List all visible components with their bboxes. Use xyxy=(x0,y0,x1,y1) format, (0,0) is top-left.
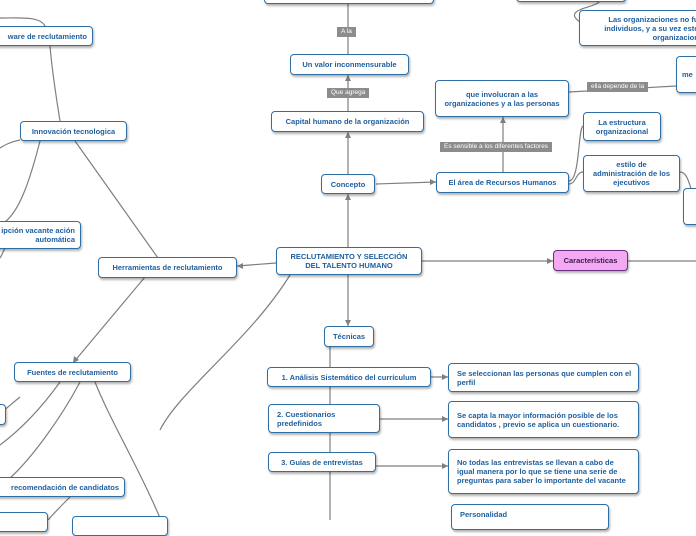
node-cuestionarios[interactable]: 2. Cuestionarios predefinidos xyxy=(268,404,380,433)
arrow-capta xyxy=(442,416,448,422)
node-top-partial-left[interactable] xyxy=(264,0,434,4)
node-innovacion[interactable]: Innovación tecnologica xyxy=(20,121,127,141)
node-guias[interactable]: 3. Guías de entrevistas xyxy=(268,452,376,472)
node-bottom-partial-b[interactable] xyxy=(72,516,168,536)
label-depende: ella depende de la xyxy=(587,82,649,93)
node-herramientas[interactable]: Herramientas de reclutamiento xyxy=(98,257,237,278)
node-capital-humano[interactable]: Capital humano de la organización xyxy=(271,111,424,132)
node-me[interactable]: me xyxy=(676,56,696,93)
link-top-organizaciones xyxy=(573,0,601,23)
link-herramientas-fuentes xyxy=(72,276,146,364)
label-a-la: A la xyxy=(337,27,356,38)
link-area-estilo xyxy=(568,171,584,185)
link-fuentes-c xyxy=(94,381,161,519)
link-area-estructura xyxy=(568,125,584,182)
node-personalidad[interactable]: Personalidad xyxy=(451,504,609,530)
node-bottom-partial-a[interactable] xyxy=(0,512,48,532)
connector-lines xyxy=(0,0,696,520)
node-analisis[interactable]: 1. Análisis Sistemático del currículum xyxy=(267,367,431,387)
link-recomendacion-e xyxy=(47,496,71,520)
link-innovacion-left xyxy=(0,139,21,149)
label-sensible: Es sensible a los diferentes factores xyxy=(440,142,553,153)
link-herramientas-innovacion xyxy=(74,140,159,259)
arrow-valor xyxy=(345,75,351,81)
arrow-capital xyxy=(345,132,351,138)
arrow-notodas xyxy=(442,463,448,469)
arrow-involucran xyxy=(500,117,506,123)
link-descripcion-left xyxy=(0,247,6,259)
arrow-seleccionan xyxy=(442,374,448,380)
node-area-rh[interactable]: El área de Recursos Humanos xyxy=(436,172,569,193)
node-involucran[interactable]: que involucran a las organizaciones y a … xyxy=(435,80,569,117)
arrow-tecnicas xyxy=(345,320,351,326)
node-left-partial[interactable] xyxy=(0,404,6,425)
node-fuentes[interactable]: Fuentes de reclutamiento xyxy=(14,362,131,382)
link-fuentes-a xyxy=(0,381,61,446)
arrow-herramientas xyxy=(237,263,243,269)
link-innovacion-software xyxy=(49,45,61,122)
node-estructura[interactable]: La estructura organizacional xyxy=(583,112,661,141)
node-estilo[interactable]: estilo de administración de los ejecutiv… xyxy=(583,155,680,192)
node-software[interactable]: ware de reclutamiento xyxy=(0,26,93,46)
node-right-partial[interactable] xyxy=(683,188,696,225)
link-innovacion-descripcion xyxy=(4,140,41,223)
arrow-area xyxy=(430,179,436,185)
link-root-herramientas xyxy=(236,262,277,267)
label-que-agrega: Que agrega xyxy=(327,88,370,99)
link-concepto-area xyxy=(375,181,437,185)
node-recomendacion[interactable]: recomendación de candidatos xyxy=(0,477,125,497)
node-no-todas[interactable]: No todas las entrevistas se llevan a cab… xyxy=(448,449,639,494)
node-root[interactable]: RECLUTAMIENTO Y SELECCIÓN DEL TALENTO HU… xyxy=(276,247,422,275)
link-software-top xyxy=(0,17,46,27)
arrow-concepto xyxy=(345,194,351,200)
node-concepto[interactable]: Concepto xyxy=(321,174,375,194)
node-capta[interactable]: Se capta la mayor información posible de… xyxy=(448,401,639,438)
node-descripcion[interactable]: ipción vacante ación automática xyxy=(0,221,81,249)
node-valor[interactable]: Un valor inconmensurable xyxy=(290,54,409,75)
node-seleccionan[interactable]: Se seleccionan las personas que cumplen … xyxy=(448,363,639,392)
arrow-fuentes xyxy=(73,356,79,363)
node-tecnicas[interactable]: Técnicas xyxy=(324,326,374,347)
arrow-caracteristicas xyxy=(547,258,553,264)
node-top-partial-right[interactable] xyxy=(516,0,626,2)
node-caracteristicas[interactable]: Características xyxy=(553,250,628,271)
link-root-lower xyxy=(159,274,291,431)
link-fuentes-b xyxy=(9,381,81,479)
node-organizaciones[interactable]: Las organizaciones no fun individuos, y … xyxy=(579,10,696,46)
